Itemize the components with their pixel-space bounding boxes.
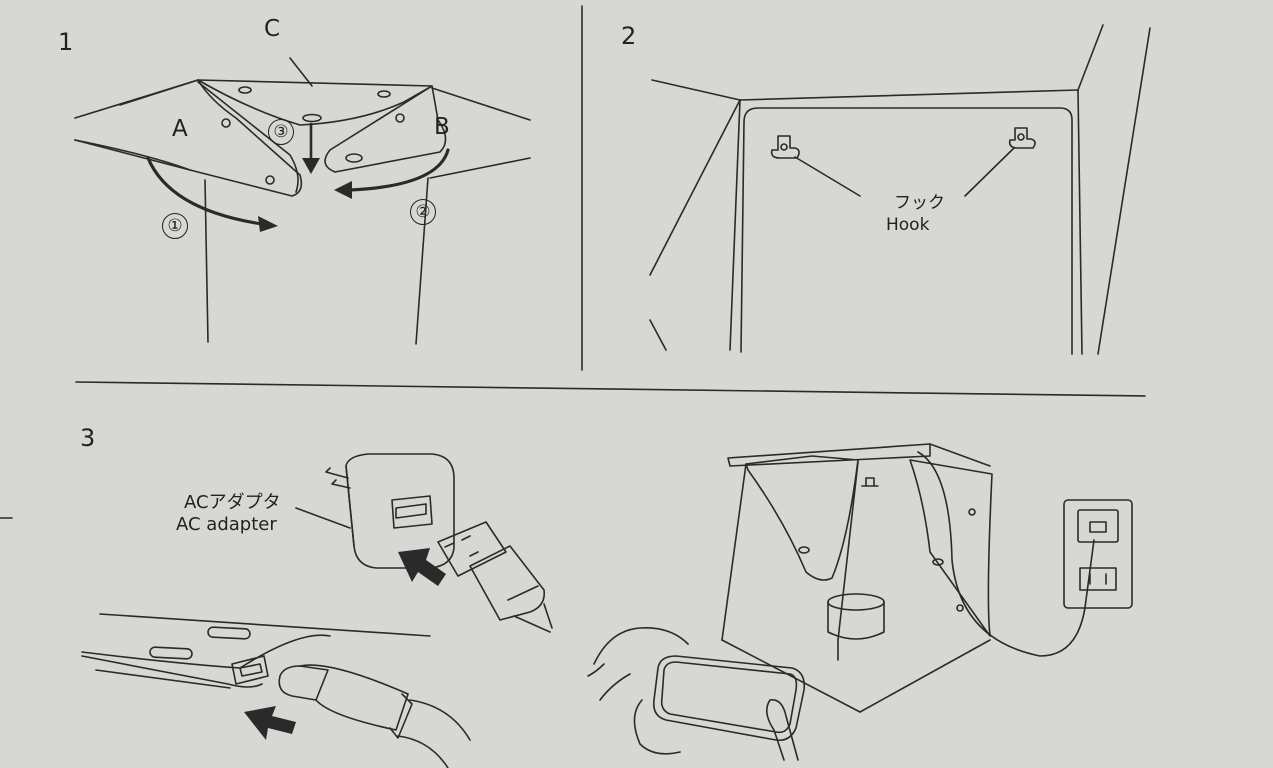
adapter-label-ja: ACアダプタ [184,492,281,513]
step1-number: 1 [58,28,74,56]
step-marker-1: ① [162,213,188,239]
flap-label-c: C [264,16,281,42]
flap-label-a: A [172,116,188,142]
step2-illustration [649,24,1151,355]
hook-label-en: Hook [886,215,930,235]
hook-left [770,135,800,159]
hook-right [1008,127,1036,149]
horizontal-divider [75,381,1146,397]
step3-number: 3 [80,424,96,452]
step-marker-2: ② [410,199,436,225]
step3-lightbox [587,443,1133,761]
step-marker-3: ③ [268,119,294,145]
step3-adapter [295,453,553,633]
step3-cable [81,613,471,768]
hook-label: フック Hook [886,192,945,236]
adapter-label-en: AC adapter [176,514,277,535]
hook-label-ja: フック [894,193,945,213]
flap-label-b: B [434,114,450,140]
step1-illustration [74,57,531,345]
step2-number: 2 [621,22,637,50]
adapter-label: ACアダプタ AC adapter [176,492,296,536]
